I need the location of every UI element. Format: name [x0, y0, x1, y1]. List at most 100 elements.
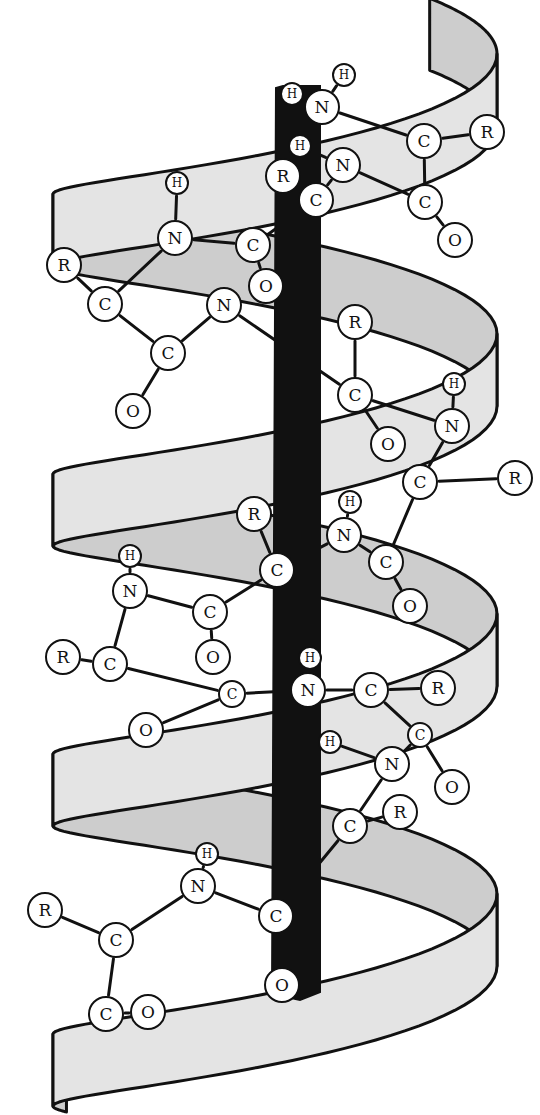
atom-symbol: C: [343, 818, 356, 835]
atom-symbol: N: [445, 418, 460, 435]
atom-circle: O: [115, 393, 151, 429]
atom-symbol: R: [432, 680, 445, 697]
atom-circle: C: [298, 182, 334, 218]
atom-circle: O: [392, 588, 428, 624]
bond-line: [373, 401, 434, 420]
atom-symbol: O: [259, 278, 273, 295]
atom-circle: C: [218, 680, 246, 708]
atom-symbol: R: [349, 314, 362, 331]
atom-circle: C: [235, 227, 271, 263]
bond-line: [174, 196, 178, 219]
bond-line: [366, 411, 378, 428]
atom-symbol: O: [126, 403, 140, 420]
atom-symbol: H: [202, 848, 212, 860]
atom-circle: N: [325, 147, 361, 183]
atom-circle: R: [497, 460, 533, 496]
atom-circle: O: [370, 426, 406, 462]
atom-symbol: C: [364, 682, 377, 699]
bond-line: [328, 180, 332, 185]
atom-symbol: R: [277, 168, 290, 185]
atom-circle: N: [206, 287, 242, 323]
bond-line: [143, 369, 158, 394]
atom-symbol: C: [309, 192, 322, 209]
atom-symbol: N: [217, 297, 232, 314]
bond-line: [194, 240, 234, 244]
atom-circle: R: [469, 114, 505, 150]
atom-symbol: R: [248, 506, 261, 523]
atom-circle: H: [195, 842, 219, 866]
atom-circle: C: [259, 552, 295, 588]
atom-circle: N: [326, 517, 362, 553]
atom-symbol: C: [413, 474, 426, 491]
bond-line: [120, 316, 153, 342]
atom-circle: C: [87, 286, 123, 322]
bond-line: [437, 217, 443, 225]
atom-circle: H: [280, 82, 304, 106]
atom-circle: R: [27, 892, 63, 928]
atom-circle: R: [236, 496, 272, 532]
atom-symbol: H: [449, 378, 459, 390]
bond-line: [439, 479, 496, 481]
atom-circle: O: [437, 222, 473, 258]
bond-line: [327, 689, 352, 692]
bond-line: [395, 579, 401, 590]
atom-circle: O: [248, 268, 284, 304]
bond-line: [164, 700, 219, 723]
atom-symbol: C: [203, 604, 216, 621]
atom-symbol: R: [509, 470, 522, 487]
atom-circle: O: [130, 994, 166, 1030]
atom-symbol: C: [269, 908, 282, 925]
bond-line: [390, 687, 419, 691]
bond-line: [333, 86, 337, 92]
atom-symbol: H: [295, 140, 305, 152]
bond-line: [443, 135, 468, 139]
atom-circle: H: [332, 63, 356, 87]
atom-symbol: C: [161, 345, 174, 362]
atom-circle: O: [128, 712, 164, 748]
atom-circle: N: [434, 408, 470, 444]
bond-line: [368, 817, 381, 821]
atom-symbol: O: [275, 977, 289, 994]
atom-circle: N: [180, 868, 216, 904]
bond-line: [385, 703, 410, 726]
atom-symbol: O: [206, 649, 220, 666]
atom-symbol: O: [139, 722, 153, 739]
bond-line: [226, 580, 261, 602]
axis-bar: [272, 86, 320, 1000]
atom-symbol: C: [99, 1006, 112, 1023]
atom-circle: H: [338, 490, 362, 514]
atom-circle: C: [98, 922, 134, 958]
atom-circle: O: [264, 967, 300, 1003]
atom-symbol: C: [270, 562, 283, 579]
atom-circle: R: [382, 794, 418, 830]
atom-circle: O: [434, 769, 470, 805]
bond-line: [63, 917, 99, 932]
atom-symbol: O: [448, 232, 462, 249]
atom-symbol: N: [123, 583, 138, 600]
atom-symbol: O: [381, 436, 395, 453]
atom-circle: H: [118, 544, 142, 568]
bond-line: [132, 896, 182, 929]
bond-line: [125, 1011, 129, 1014]
bond-line: [361, 780, 382, 811]
atom-symbol: C: [227, 687, 238, 701]
bond-line: [78, 278, 91, 291]
atom-symbol: C: [348, 387, 361, 404]
atom-symbol: O: [445, 779, 459, 796]
bond-line: [342, 746, 374, 757]
atom-circle: R: [265, 158, 301, 194]
atom-symbol: C: [415, 728, 426, 742]
atom-circle: C: [337, 377, 373, 413]
bond-line: [82, 660, 91, 661]
bond-line: [119, 251, 161, 291]
bond-line: [115, 609, 125, 645]
bond-line: [216, 893, 259, 909]
atom-circle: C: [88, 996, 124, 1032]
atom-symbol: N: [191, 878, 206, 895]
atom-circle: C: [332, 808, 368, 844]
bond-line: [128, 669, 217, 691]
